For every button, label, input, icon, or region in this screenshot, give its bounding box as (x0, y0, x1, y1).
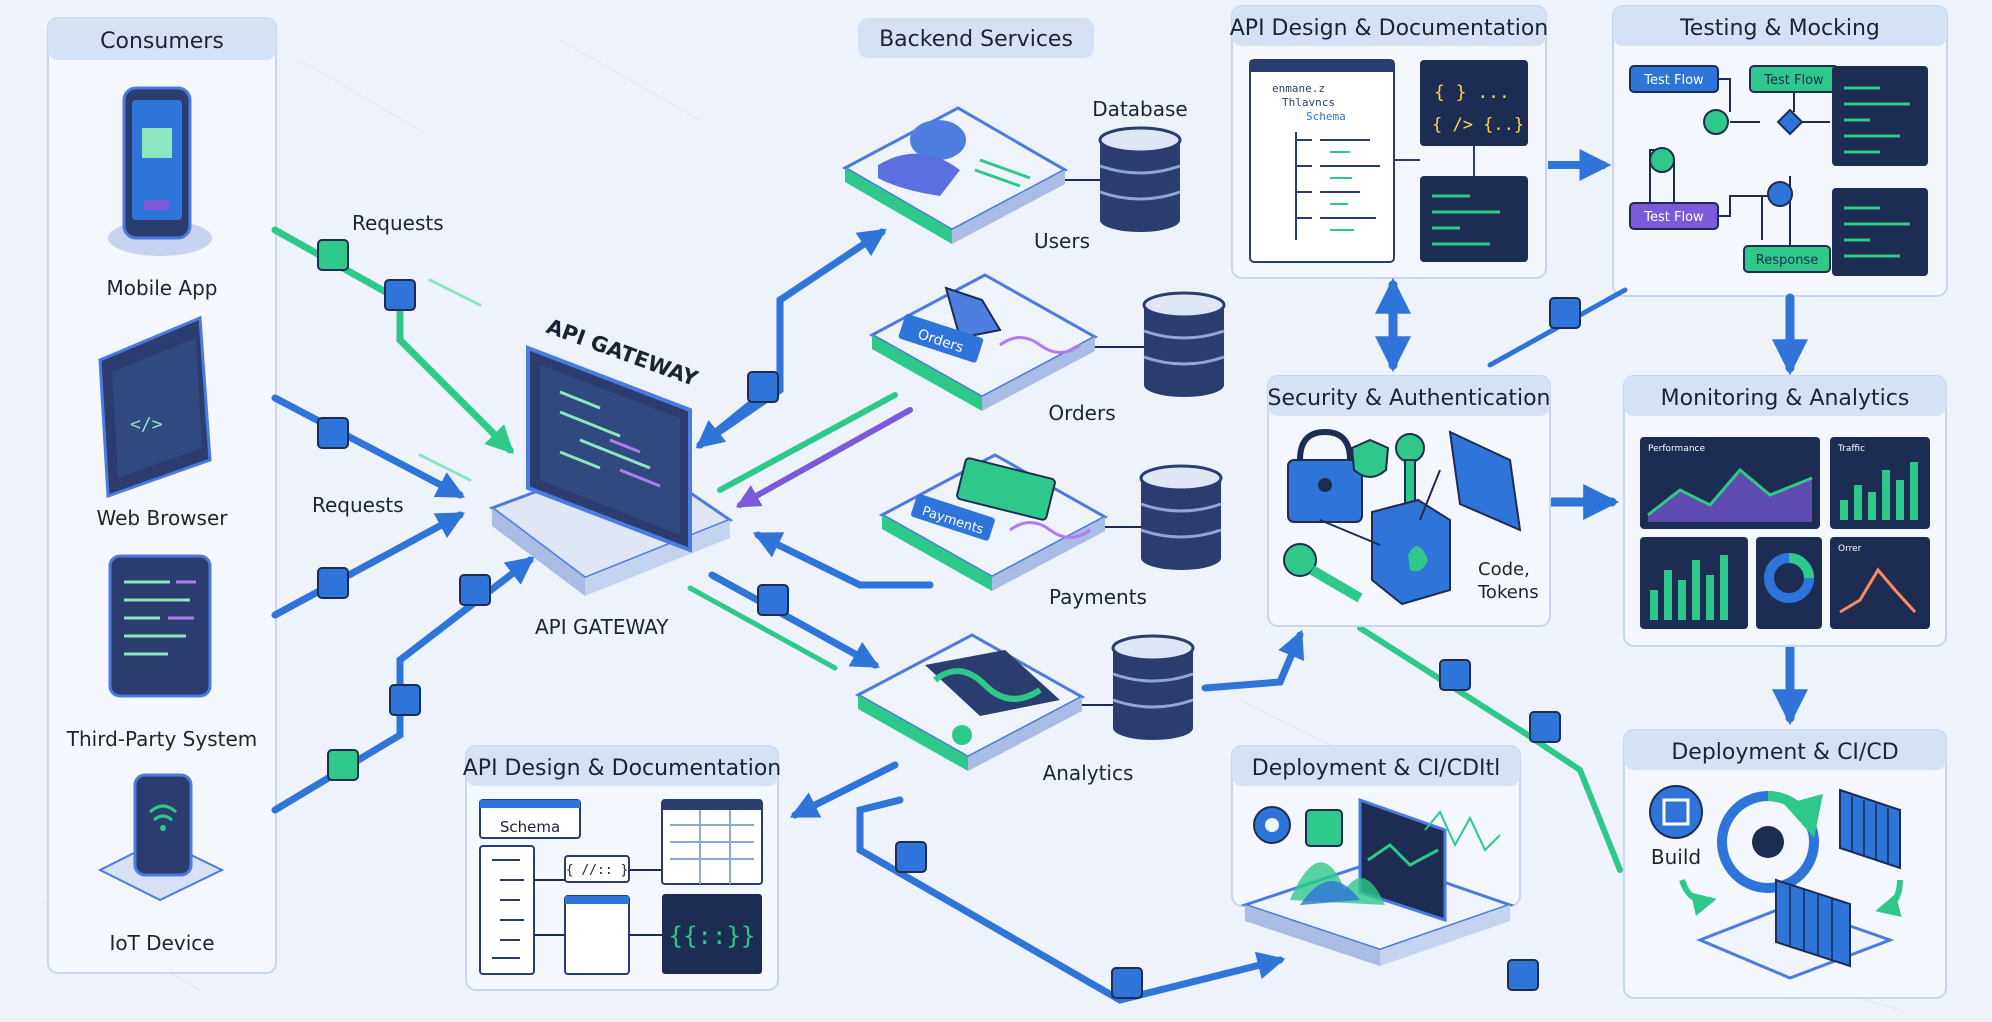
consumer-label-web: Web Browser (96, 506, 228, 530)
code-tag-label: { //:: } (566, 863, 629, 878)
analytics-database-icon (1111, 634, 1195, 740)
deployment-right-panel: Deployment & CI/CD Build (1623, 729, 1947, 999)
payments-database-icon (1139, 464, 1223, 570)
svg-text:Backend Services: Backend Services (879, 27, 1073, 52)
code-snippet-b: { /> {..} (1432, 115, 1524, 135)
web-browser-icon: </> (98, 315, 212, 499)
users-service-tile (841, 106, 1069, 244)
braces-label: {{::}} (669, 922, 756, 950)
requests-label-top: Requests (352, 211, 444, 235)
monitoring-analytics-panel: Monitoring & Analytics Performance Traff… (1623, 375, 1947, 647)
check-icon (1703, 109, 1729, 135)
security-note-line1: Code, (1478, 559, 1530, 580)
api-design-top-panel: API Design & Documentation enmane.z Thla… (1230, 5, 1549, 279)
consumer-label-iot: IoT Device (109, 931, 214, 955)
outbound-packets (895, 841, 1143, 999)
backend-services-header: Backend Services (858, 18, 1094, 58)
service-label-analytics: Analytics (1043, 761, 1134, 785)
iot-device-icon (97, 773, 225, 902)
payments-service-tile: Payments (878, 453, 1109, 591)
tree-line-2: Thlavncs (1282, 96, 1335, 109)
api-gateway-device (488, 345, 734, 596)
api-gateway-label-bottom: API GATEWAY (535, 615, 669, 639)
key-icon (1395, 433, 1425, 509)
shield-icon (1350, 438, 1390, 478)
consumers-title: Consumers (100, 29, 224, 54)
connector-packets (1439, 297, 1581, 991)
api-design-top-title: API Design & Documentation (1230, 16, 1549, 41)
lock-icon (1287, 428, 1363, 523)
deployment-mid-panel: Deployment & CI/CDItl (1231, 745, 1521, 966)
service-label-payments: Payments (1049, 585, 1147, 609)
analytics-service-tile (854, 633, 1086, 771)
monitoring-title: Monitoring & Analytics (1661, 386, 1910, 411)
mobile-app-icon (108, 86, 212, 256)
test-flow-node-1: Test Flow (1643, 73, 1704, 88)
orders-service-tile: Orders (868, 273, 1099, 411)
deployment-right-title: Deployment & CI/CD (1671, 740, 1898, 765)
test-flow-node-2: Test Flow (1763, 73, 1824, 88)
firewall-icon (1448, 430, 1522, 532)
api-design-bottom-panel: API Design & Documentation Schema { //::… (463, 745, 782, 991)
build-icon (1649, 785, 1703, 839)
deployment-mid-title: Deployment & CI/CDItl (1252, 756, 1501, 781)
security-authentication-panel: Security & Authentication Code, Tokens (1267, 375, 1551, 627)
security-title: Security & Authentication (1268, 386, 1551, 411)
testing-title: Testing & Mocking (1679, 16, 1880, 41)
decision-icon (1776, 108, 1804, 136)
requests-label-mid: Requests (312, 493, 404, 517)
service-outbound-arrows (789, 629, 1305, 1004)
consumer-label-third-party: Third-Party System (66, 727, 258, 751)
gateway-packets (747, 371, 789, 616)
svg-text:</>: </> (130, 414, 163, 435)
response-node: Response (1756, 253, 1818, 268)
tree-line-3: Schema (1306, 110, 1346, 123)
check-icon (1649, 147, 1675, 173)
request-packets (317, 239, 491, 781)
service-label-users: Users (1034, 229, 1090, 253)
request-flow-arrows (271, 226, 535, 814)
tree-line-1: enmane.z (1272, 82, 1325, 95)
schema-label: Schema (500, 818, 560, 836)
test-flow-node-3: Test Flow (1643, 210, 1704, 225)
loop-icon (1767, 181, 1793, 207)
chart-label-error: Orrer (1838, 544, 1862, 554)
key-icon (1283, 543, 1363, 603)
background-grid (39, 39, 1901, 1011)
monitor-icon (1358, 797, 1447, 923)
service-label-orders: Orders (1048, 401, 1115, 425)
chart-label-performance: Performance (1648, 444, 1705, 454)
container-icon (1839, 788, 1901, 870)
build-label: Build (1651, 845, 1701, 869)
orders-database-icon (1142, 291, 1226, 397)
third-party-system-icon (108, 554, 212, 698)
users-database-icon (1098, 126, 1182, 232)
testing-mocking-panel: Testing & Mocking Test Flow Test Flow Te… (1612, 5, 1948, 297)
chip-icon (1305, 809, 1343, 847)
consumers-panel: Consumers Mobile App </> Web Browser (47, 17, 277, 974)
database-label: Database (1092, 97, 1187, 121)
api-design-bottom-title: API Design & Documentation (463, 756, 782, 781)
security-note-line2: Tokens (1477, 582, 1539, 603)
flame-icon (1408, 546, 1428, 572)
gateway-service-arrows (687, 228, 934, 671)
chart-label-traffic: Traffic (1837, 444, 1865, 454)
code-snippet-a: { } ... (1434, 82, 1510, 103)
consumer-label-mobile: Mobile App (106, 276, 217, 300)
